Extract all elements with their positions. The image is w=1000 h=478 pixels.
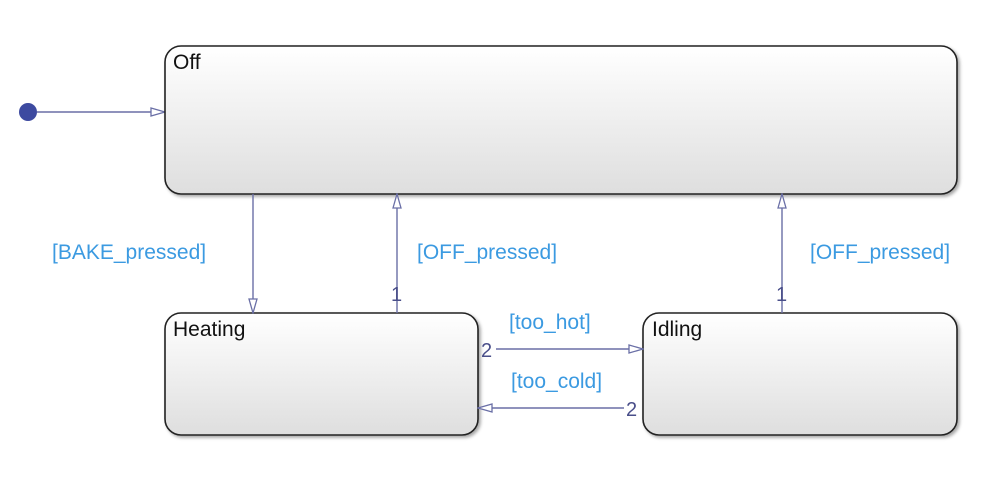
transition-idling-to-heating[interactable]: 2 [too_cold]: [478, 370, 637, 421]
state-idling[interactable]: Idling: [642, 312, 958, 436]
execution-order-heating-to-idling: 2: [481, 340, 492, 362]
execution-order-heating-to-off: 1: [391, 284, 402, 306]
guard-bake-pressed: [BAKE_pressed]: [52, 241, 206, 264]
transition-heating-to-idling[interactable]: 2 [too_hot]: [481, 311, 643, 362]
default-transition-dot: [19, 103, 37, 121]
transition-idling-to-off[interactable]: 1 [OFF_pressed]: [776, 194, 950, 313]
state-idling-label: Idling: [652, 318, 702, 341]
guard-off-pressed-idling: [OFF_pressed]: [810, 241, 950, 264]
execution-order-idling-to-heating: 2: [626, 399, 637, 421]
guard-too-hot: [too_hot]: [509, 311, 591, 334]
default-transition[interactable]: [19, 103, 165, 121]
state-off[interactable]: Off: [164, 45, 958, 195]
execution-order-idling-to-off: 1: [776, 284, 787, 306]
guard-off-pressed-heating: [OFF_pressed]: [417, 241, 557, 264]
state-off-label: Off: [173, 51, 201, 74]
transition-off-to-heating[interactable]: [BAKE_pressed]: [52, 194, 253, 313]
state-heating[interactable]: Heating: [164, 312, 479, 436]
state-heating-label: Heating: [173, 318, 245, 341]
transition-heating-to-off[interactable]: 1 [OFF_pressed]: [391, 194, 557, 313]
guard-too-cold: [too_cold]: [511, 370, 602, 393]
